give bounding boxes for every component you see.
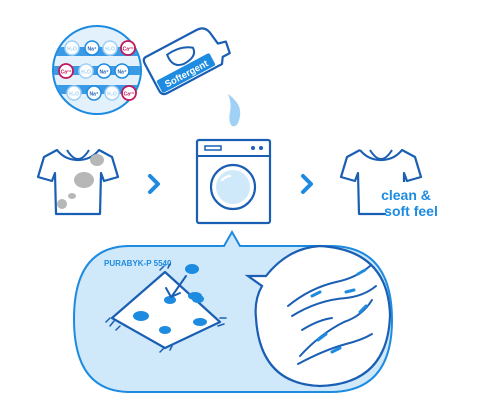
ion-label: H₂O (107, 92, 117, 98)
particle (185, 264, 199, 274)
ion-label: H₂O (81, 70, 91, 76)
ion-label: Na⁺ (117, 70, 126, 76)
ion-label: H₂O (67, 47, 77, 53)
fabric-patch (105, 263, 227, 353)
ion-label: Na⁺ (87, 47, 96, 53)
downward-arrow (165, 275, 187, 298)
detergent-bottle-icon: Softergent (142, 27, 231, 96)
chevron-right-icon (148, 174, 160, 194)
ion-exchange-circle: H₂O Na⁺ H₂O Ca²⁺ Ca²⁺ H₂O Na⁺ Na⁺ H₂O Na… (52, 25, 142, 115)
tshirt-stained-icon (36, 148, 120, 216)
pour-drop (228, 94, 241, 127)
ion-label: Ca²⁺ (123, 47, 134, 53)
ion-row-2: Ca²⁺ H₂O Na⁺ Na⁺ (58, 63, 130, 79)
result-line-1: clean & (381, 187, 431, 203)
particle (192, 295, 204, 303)
washing-machine-icon (195, 138, 272, 225)
ion-row-1: H₂O Na⁺ H₂O Ca²⁺ (64, 40, 136, 56)
tshirt-clean-icon (339, 148, 423, 216)
fiber-magnifier (244, 244, 392, 388)
ion-label: Na⁺ (89, 92, 98, 98)
ion-label: Ca²⁺ (124, 92, 135, 98)
ion-label: H₂O (69, 92, 79, 98)
result-line-2: soft feel (384, 203, 438, 219)
ion-label: Na⁺ (99, 70, 108, 76)
product-label: PURABYK-P 5540 (104, 259, 172, 268)
ion-label: H₂O (105, 47, 115, 53)
ion-row-3: H₂O Na⁺ H₂O Ca²⁺ (66, 85, 137, 101)
chevron-right-icon (301, 174, 313, 194)
ion-label: Ca²⁺ (61, 70, 72, 76)
